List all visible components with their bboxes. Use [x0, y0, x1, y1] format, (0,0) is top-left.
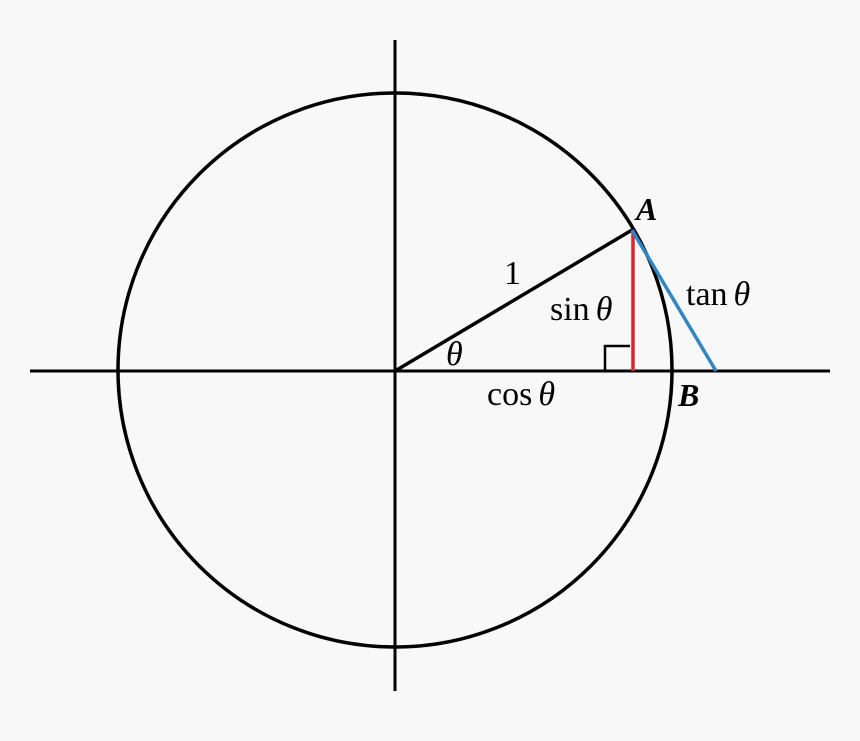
radius-line — [394, 228, 633, 373]
angle-label: θ — [446, 336, 463, 373]
point-a-label: A — [634, 191, 657, 227]
tan-segment — [630, 229, 718, 372]
unit-circle — [116, 91, 674, 649]
point-b-label: B — [677, 377, 699, 413]
right-angle-marker — [603, 344, 630, 371]
radius-label: 1 — [504, 255, 521, 292]
